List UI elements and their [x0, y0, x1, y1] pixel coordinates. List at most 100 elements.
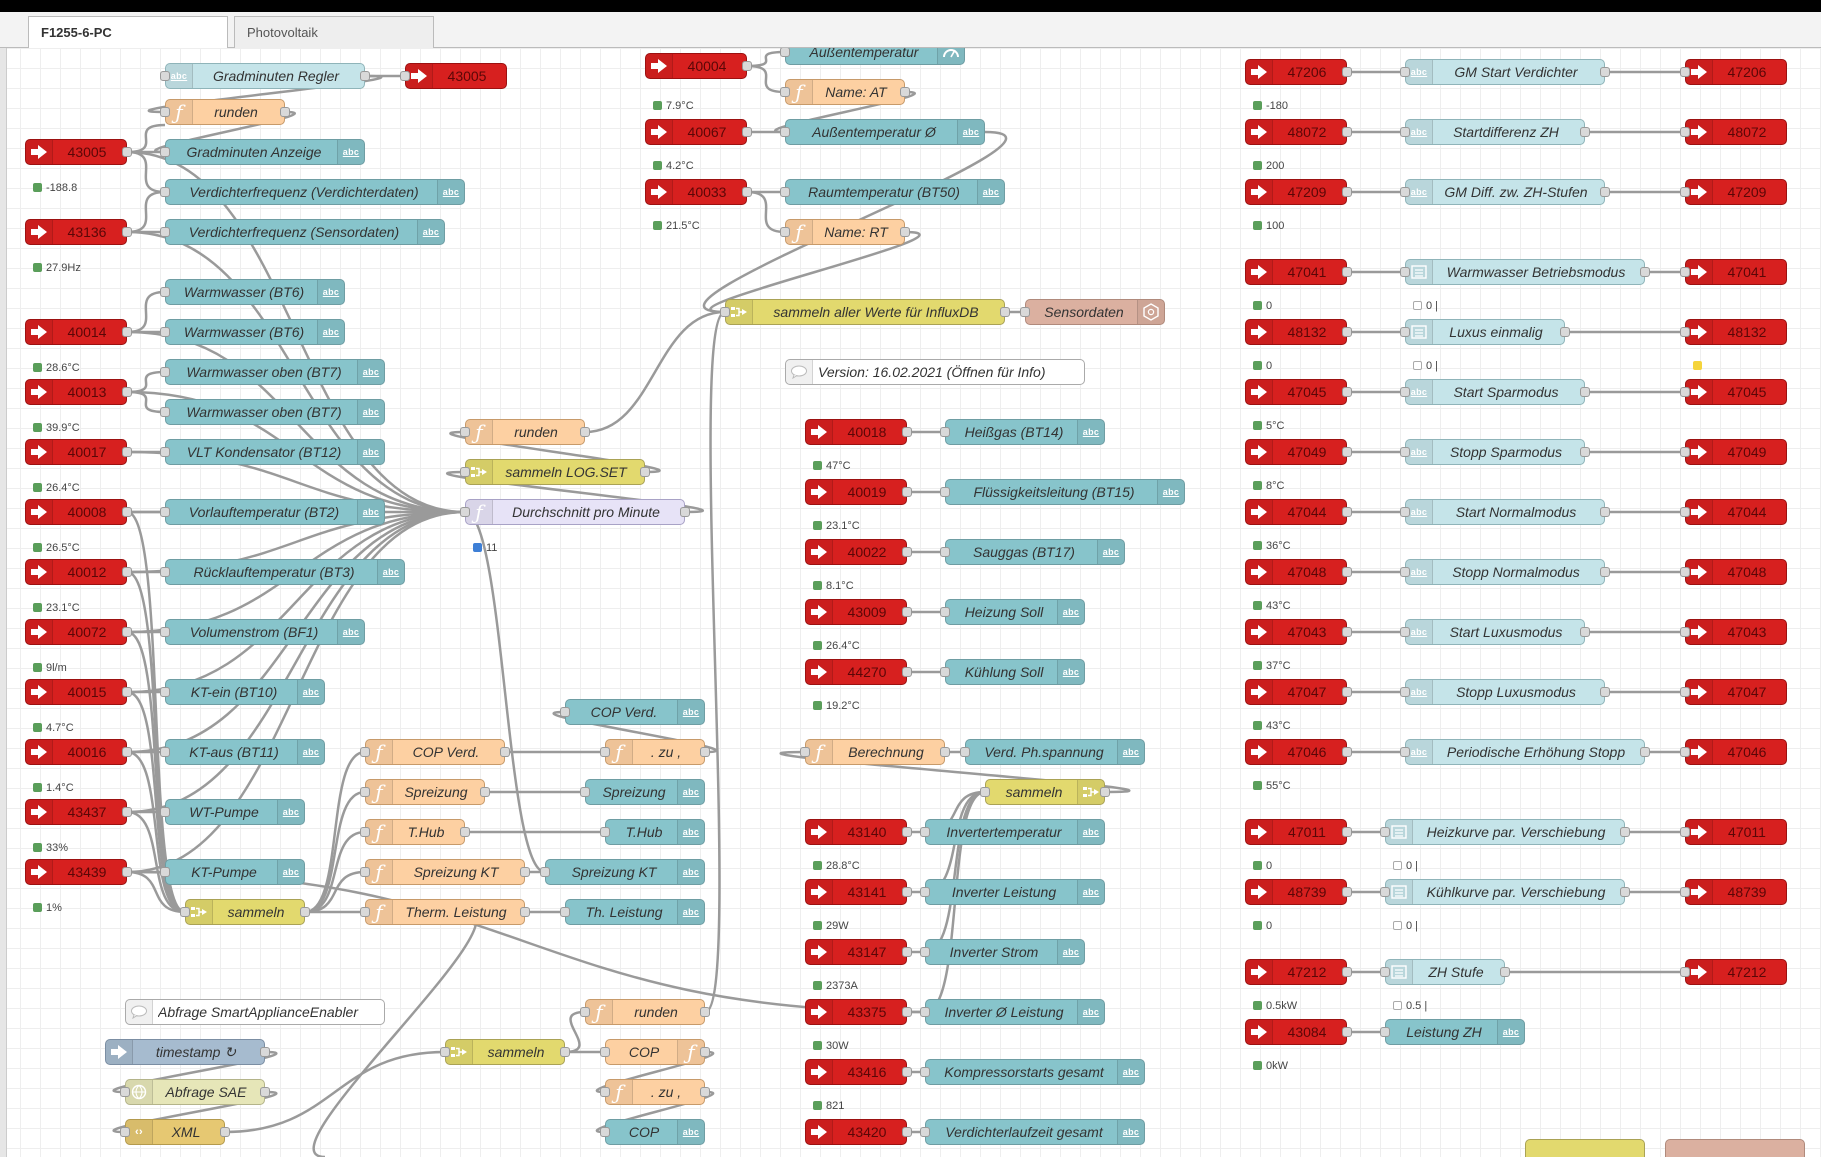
- input-port[interactable]: [160, 71, 170, 81]
- node-40004[interactable]: 40004: [645, 53, 752, 79]
- flow-wire[interactable]: [584, 310, 726, 434]
- input-port[interactable]: [1680, 187, 1690, 197]
- output-port[interactable]: [700, 1047, 710, 1057]
- output-port[interactable]: [902, 547, 912, 557]
- flow-wire[interactable]: [552, 710, 718, 754]
- flow-wire[interactable]: [564, 1010, 586, 1054]
- node-zh-stufe[interactable]: ZH Stufe: [1380, 959, 1510, 985]
- output-port[interactable]: [122, 227, 132, 237]
- input-port[interactable]: [920, 887, 930, 897]
- flow-wire[interactable]: [312, 910, 478, 1157]
- node-sammeln[interactable]: sammeln: [180, 899, 310, 925]
- node-xml[interactable]: ‹›XML: [120, 1119, 230, 1145]
- node-47045[interactable]: 47045: [1680, 379, 1787, 405]
- node-40019[interactable]: 40019: [805, 479, 912, 505]
- output-port[interactable]: [1342, 687, 1352, 697]
- input-port[interactable]: [980, 787, 990, 797]
- output-port[interactable]: [902, 947, 912, 957]
- output-port[interactable]: [1600, 567, 1610, 577]
- flow-wire[interactable]: [112, 1050, 278, 1094]
- input-port[interactable]: [600, 1127, 610, 1137]
- node-48739[interactable]: 48739: [1245, 879, 1352, 905]
- node-47045[interactable]: 47045: [1245, 379, 1352, 405]
- node-47046[interactable]: 47046: [1680, 739, 1787, 765]
- output-port[interactable]: [520, 867, 530, 877]
- output-port[interactable]: [1500, 967, 1510, 977]
- output-port[interactable]: [700, 1007, 710, 1017]
- output-port[interactable]: [1342, 327, 1352, 337]
- input-port[interactable]: [600, 747, 610, 757]
- node-heizkurve-par-verschiebung[interactable]: Heizkurve par. Verschiebung: [1380, 819, 1630, 845]
- flow-wire[interactable]: [126, 290, 166, 334]
- input-port[interactable]: [1400, 447, 1410, 457]
- output-port[interactable]: [480, 787, 490, 797]
- input-port[interactable]: [780, 187, 790, 197]
- node-40033[interactable]: 40033: [645, 179, 752, 205]
- output-port[interactable]: [122, 687, 132, 697]
- input-port[interactable]: [1400, 627, 1410, 637]
- node-40016[interactable]: 40016: [25, 739, 132, 765]
- input-port[interactable]: [160, 507, 170, 517]
- flow-wire[interactable]: [126, 630, 186, 914]
- output-port[interactable]: [1000, 307, 1010, 317]
- flow-wire[interactable]: [126, 690, 186, 914]
- flow-wire[interactable]: [112, 1090, 278, 1134]
- input-port[interactable]: [720, 307, 730, 317]
- flow-wire[interactable]: [449, 430, 661, 474]
- node-40022[interactable]: 40022: [805, 539, 912, 565]
- input-port[interactable]: [1400, 567, 1410, 577]
- node-47209[interactable]: 47209: [1245, 179, 1352, 205]
- node-47046[interactable]: 47046: [1245, 739, 1352, 765]
- input-port[interactable]: [920, 1007, 930, 1017]
- output-port[interactable]: [560, 1047, 570, 1057]
- node-40017[interactable]: 40017: [25, 439, 132, 465]
- output-port[interactable]: [1342, 447, 1352, 457]
- output-port[interactable]: [122, 147, 132, 157]
- output-port[interactable]: [1342, 187, 1352, 197]
- input-port[interactable]: [540, 867, 550, 877]
- output-port[interactable]: [902, 827, 912, 837]
- input-port[interactable]: [160, 687, 170, 697]
- node-warmwasser-betriebsmodus[interactable]: Warmwasser Betriebsmodus: [1400, 259, 1650, 285]
- node-43147[interactable]: 43147: [805, 939, 912, 965]
- output-port[interactable]: [902, 887, 912, 897]
- node-47043[interactable]: 47043: [1245, 619, 1352, 645]
- input-port[interactable]: [360, 747, 370, 757]
- node-47206[interactable]: 47206: [1245, 59, 1352, 85]
- output-port[interactable]: [902, 607, 912, 617]
- input-port[interactable]: [160, 627, 170, 637]
- node-zu[interactable]: ƒ. zu ,: [600, 1079, 710, 1105]
- input-port[interactable]: [780, 48, 790, 57]
- input-port[interactable]: [1380, 967, 1390, 977]
- flow-wire[interactable]: [924, 790, 986, 954]
- input-port[interactable]: [160, 327, 170, 337]
- node-47206[interactable]: 47206: [1680, 59, 1787, 85]
- node-version-16-02-2021-ffnen-f-r-info[interactable]: Version: 16.02.2021 (Öffnen für Info): [785, 359, 1085, 385]
- input-port[interactable]: [460, 467, 470, 477]
- flow-wire[interactable]: [704, 310, 726, 1014]
- node-47041[interactable]: 47041: [1245, 259, 1352, 285]
- flow-wire[interactable]: [746, 190, 786, 234]
- node-40015[interactable]: 40015: [25, 679, 132, 705]
- output-port[interactable]: [1580, 447, 1590, 457]
- input-port[interactable]: [600, 1087, 610, 1097]
- node-40013[interactable]: 40013: [25, 379, 132, 405]
- node-sammeln[interactable]: sammeln: [440, 1039, 570, 1065]
